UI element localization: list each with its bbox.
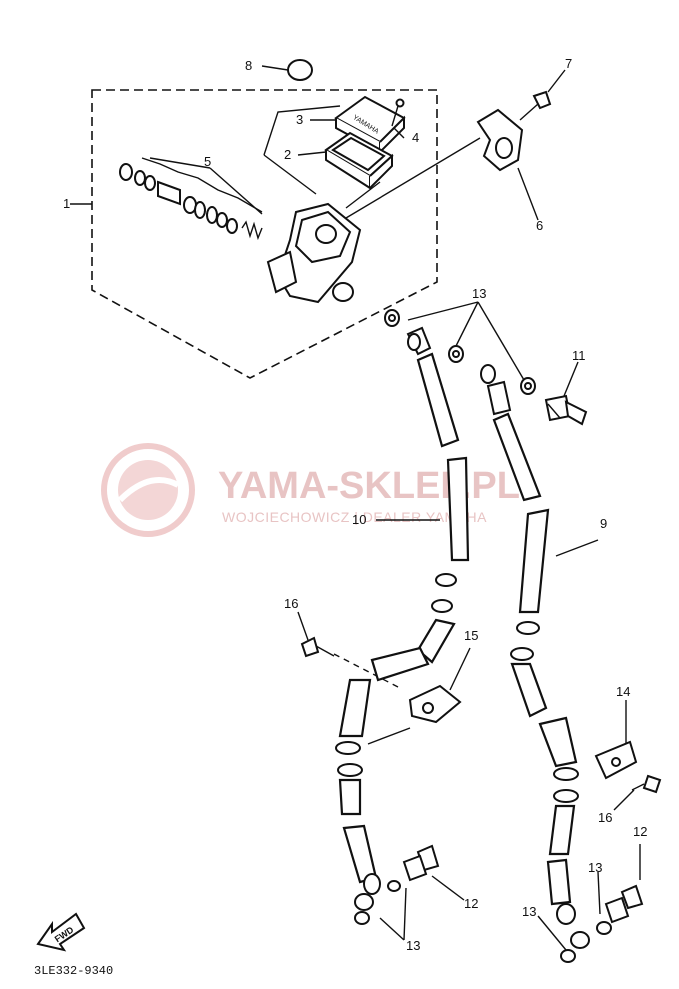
callout-12-right: 12 [633, 824, 647, 839]
watermark: YAMA-SKLEP.PL WOJCIECHOWICZ | DEALER YAM… [101, 443, 520, 537]
callout-10: 10 [352, 512, 366, 527]
callout-13-bottom: 13 [522, 904, 536, 919]
callouts: 1 2 3 4 5 6 7 8 9 10 11 12 12 13 13 13 1… [63, 56, 647, 953]
callout-12-left: 12 [464, 896, 478, 911]
part-screw-cover [391, 98, 405, 127]
callout-9: 9 [600, 516, 607, 531]
part-union-bolt-upper [544, 394, 588, 426]
part-handlebar-clamp [476, 108, 524, 172]
callout-7: 7 [565, 56, 572, 71]
callout-3: 3 [296, 112, 303, 127]
callout-13-left: 13 [406, 938, 420, 953]
part-brake-hose-left [335, 326, 470, 911]
part-union-bolt-lower-left [387, 844, 440, 892]
part-piston-kit [119, 157, 263, 241]
part-brake-hose-right [480, 364, 590, 949]
part-bolt-bracket [631, 774, 662, 794]
callout-14: 14 [616, 684, 630, 699]
drawing-code: 3LE332-9340 [34, 964, 113, 978]
callout-13-right: 13 [588, 860, 602, 875]
assembly-boundary [91, 89, 438, 379]
callout-16-lower: 16 [598, 810, 612, 825]
callout-4: 4 [412, 130, 419, 145]
part-washers-lower [354, 911, 612, 963]
part-hose-clamp [408, 684, 462, 724]
callout-15: 15 [464, 628, 478, 643]
fwd-arrow-icon: FWD [36, 912, 86, 952]
callout-5: 5 [204, 154, 211, 169]
callout-16-upper: 16 [284, 596, 298, 611]
watermark-title: YAMA-SKLEP.PL [218, 465, 520, 507]
callout-13-upper: 13 [472, 286, 486, 301]
callout-1: 1 [63, 196, 70, 211]
callout-2: 2 [284, 147, 291, 162]
part-clamp-bolt [519, 90, 552, 121]
part-diaphragm [324, 131, 394, 190]
part-bolt-clamp [300, 636, 335, 658]
callout-6: 6 [536, 218, 543, 233]
callout-8: 8 [245, 58, 252, 73]
watermark-subtitle: WOJCIECHOWICZ | DEALER YAMAHA [222, 509, 487, 525]
leader-lines [70, 65, 641, 951]
part-cap [287, 59, 313, 81]
part-union-bolt-lower-right [604, 884, 644, 924]
callout-11: 11 [572, 348, 586, 363]
part-hose-bracket [594, 740, 638, 780]
part-master-cylinder-body [266, 202, 362, 304]
part-washers-upper [384, 309, 536, 395]
